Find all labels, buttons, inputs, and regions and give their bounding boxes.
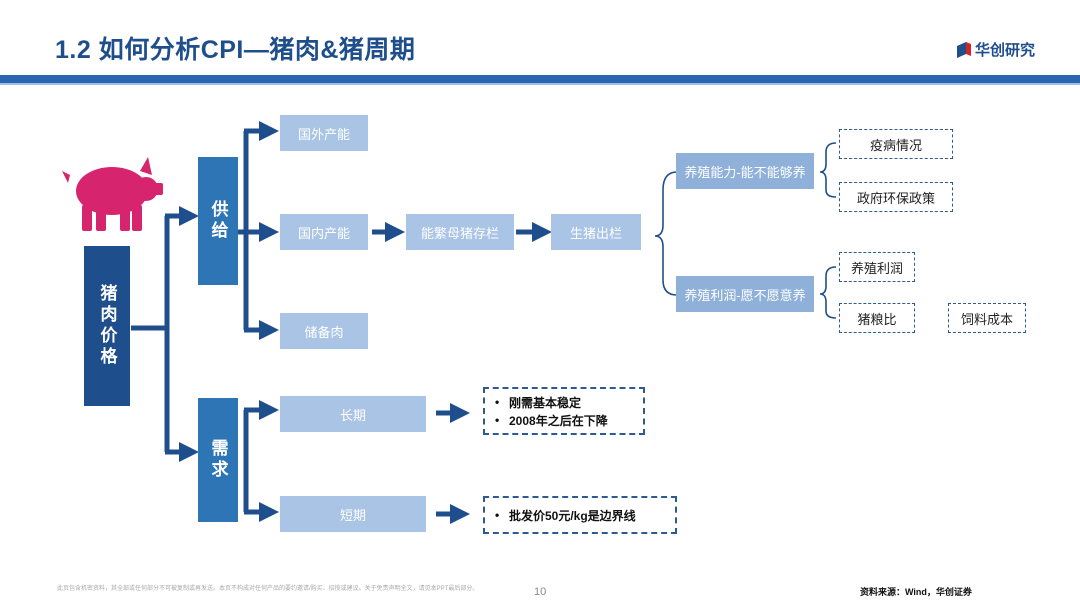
supply-node: 供给	[198, 157, 238, 285]
note-wholesale-price-threshold: 批发价50元/kg是边界线	[509, 508, 636, 523]
pig-icon	[62, 157, 163, 231]
page-number: 10	[534, 586, 547, 598]
brand-logo: 华创研究	[957, 39, 1035, 60]
supply-item-overseas-capacity: 国外产能	[280, 115, 368, 151]
bullet-icon: •	[495, 508, 500, 522]
detail-hog-grain-ratio: 猪粮比	[839, 303, 915, 333]
long-term-notes: • 刚需基本稳定 • 2008年之后在下降	[483, 387, 645, 435]
source-note: 资料来源：Wind，华创证券	[860, 587, 972, 597]
factor-breeding-capacity: 养殖能力-能不能够养	[676, 153, 814, 189]
bullet-icon: •	[495, 413, 500, 427]
detail-environmental-policy: 政府环保政策	[839, 182, 953, 212]
note-declining-since-2008: 2008年之后在下降	[509, 413, 608, 428]
chain-hog-slaughter: 生猪出栏	[551, 214, 641, 250]
brand-name: 华创研究	[975, 42, 1036, 59]
bullet-icon: •	[495, 395, 500, 409]
list-item: • 2008年之后在下降	[495, 411, 633, 429]
demand-long-term: 长期	[280, 396, 426, 432]
detail-feed-cost: 饲料成本	[948, 303, 1026, 333]
brand-logo-icon	[957, 41, 971, 58]
note-rigid-demand-stable: 刚需基本稳定	[509, 395, 582, 410]
supply-item-domestic-capacity: 国内产能	[280, 214, 368, 250]
demand-short-term: 短期	[280, 496, 426, 532]
factor-breeding-profit: 养殖利润-愿不愿意养	[676, 276, 814, 312]
page-title: 1.2 如何分析CPI—猪肉&猪周期	[55, 36, 416, 64]
demand-node: 需求	[198, 398, 238, 522]
footer-disclaimer: 此页包含机密资料，其全部或任何部分不可被复制或再发送。本页不构成对任何产品的要约…	[57, 586, 479, 592]
short-term-notes: • 批发价50元/kg是边界线	[483, 496, 677, 534]
chain-breeding-sow-stock: 能繁母猪存栏	[406, 214, 514, 250]
header-bar	[0, 75, 1080, 83]
detail-breeding-profit: 养殖利润	[839, 252, 915, 282]
list-item: • 批发价50元/kg是边界线	[495, 506, 665, 524]
supply-item-reserve-pork: 储备肉	[280, 313, 368, 349]
root-node-pork-price: 猪肉价格	[84, 246, 130, 406]
header-bar-accent	[0, 83, 1080, 85]
list-item: • 刚需基本稳定	[495, 393, 633, 411]
detail-epidemic: 疫病情况	[839, 129, 953, 159]
